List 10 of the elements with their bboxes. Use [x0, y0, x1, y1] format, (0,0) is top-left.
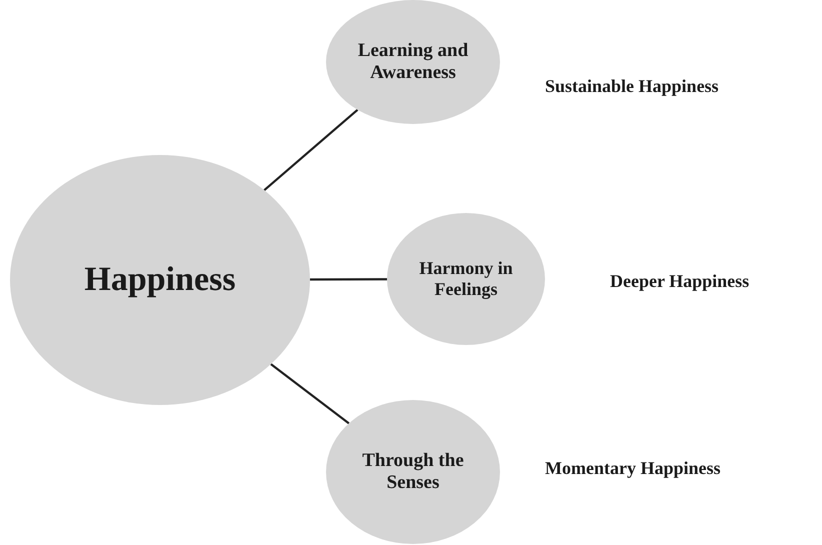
- connector-line: [270, 363, 350, 424]
- level-label: Momentary Happiness: [545, 458, 720, 479]
- topic-text: Happiness: [84, 260, 236, 300]
- topic-text: Learning and Awareness: [356, 40, 470, 84]
- topic-text: Harmony in Feelings: [418, 258, 514, 300]
- level-label: Deeper Happiness: [610, 271, 750, 292]
- connector-line: [310, 278, 387, 281]
- connector-line: [264, 108, 358, 191]
- level-label: Sustainable Happiness: [545, 76, 719, 97]
- topic-text: Through the Senses: [361, 450, 465, 494]
